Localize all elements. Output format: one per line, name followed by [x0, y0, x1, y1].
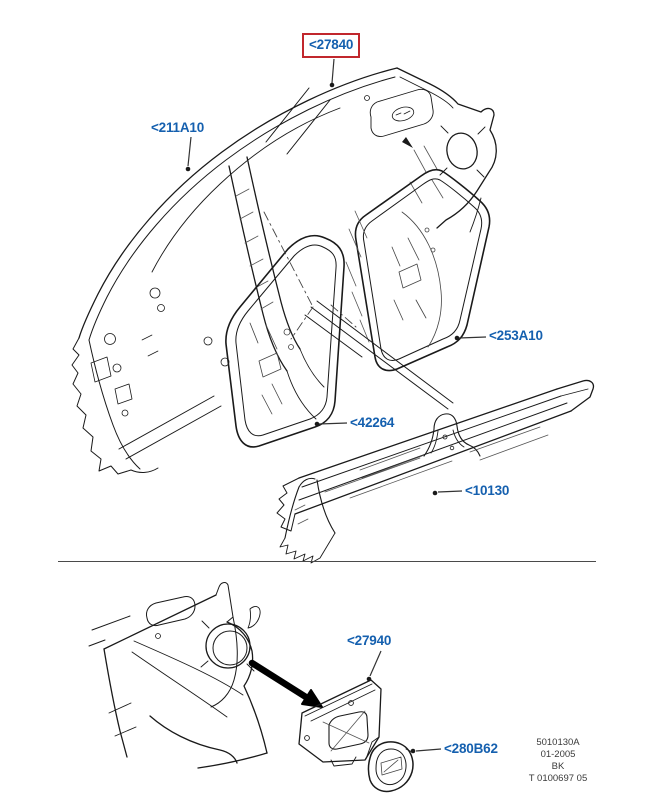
pointer-arrow: [248, 659, 323, 708]
part-label-253A10[interactable]: <253A10: [489, 328, 543, 343]
fuel-filler-opening: [439, 125, 486, 178]
leader-27940: [366, 650, 382, 682]
quarter-panel: [88, 582, 268, 769]
drawing-code: BK: [551, 761, 565, 772]
part-label-10130[interactable]: <10130: [465, 483, 510, 498]
inner-sill-lines: [263, 211, 454, 410]
b-pillar-base-details: [249, 322, 294, 415]
roof-rail: [78, 67, 398, 341]
rocker-panel: [276, 379, 595, 564]
c-pillar-hatching: [345, 210, 370, 343]
leader-lines: [185, 58, 487, 754]
a-pillar-cowl: [71, 287, 222, 475]
leader-253A10: [454, 335, 487, 341]
part-label-211A10[interactable]: <211A10: [151, 120, 205, 135]
fuel-filler-pocket: [298, 679, 382, 767]
leader-27840: [329, 58, 335, 88]
section-divider: [58, 561, 596, 562]
fuel-hole-inner: [212, 630, 248, 666]
front-door-seal: [225, 234, 345, 448]
rear-door-seal: [354, 168, 491, 372]
drawing-date: 01-2005: [540, 749, 576, 760]
leader-280B62: [410, 748, 442, 754]
fuel-filler-housing: [367, 741, 414, 793]
selected-part-label-27840[interactable]: <27840: [302, 33, 361, 58]
part-number-text: <27840: [309, 37, 354, 52]
c-pillar-inner-details: [391, 211, 442, 348]
drawing-number: 5010130A: [536, 737, 580, 748]
leader-211A10: [185, 136, 192, 172]
part-label-280B62[interactable]: <280B62: [444, 741, 498, 756]
drawing-reference: T 0100697 05: [528, 773, 588, 784]
b-pillar: [203, 156, 325, 420]
fuel-hole-outer: [205, 623, 251, 669]
drawing-info-block: 5010130A 01-2005 BK T 0100697 05: [505, 737, 611, 785]
roof-badge-oval: [391, 106, 415, 122]
leader-10130: [432, 490, 463, 496]
leader-42264: [314, 421, 348, 427]
part-label-42264[interactable]: <42264: [350, 415, 395, 430]
body-side-aperture-drawing: [71, 67, 595, 564]
part-label-27940[interactable]: <27940: [347, 633, 392, 648]
quarter-window-slot: [146, 596, 196, 627]
fuel-filler-drawing: [88, 582, 414, 793]
